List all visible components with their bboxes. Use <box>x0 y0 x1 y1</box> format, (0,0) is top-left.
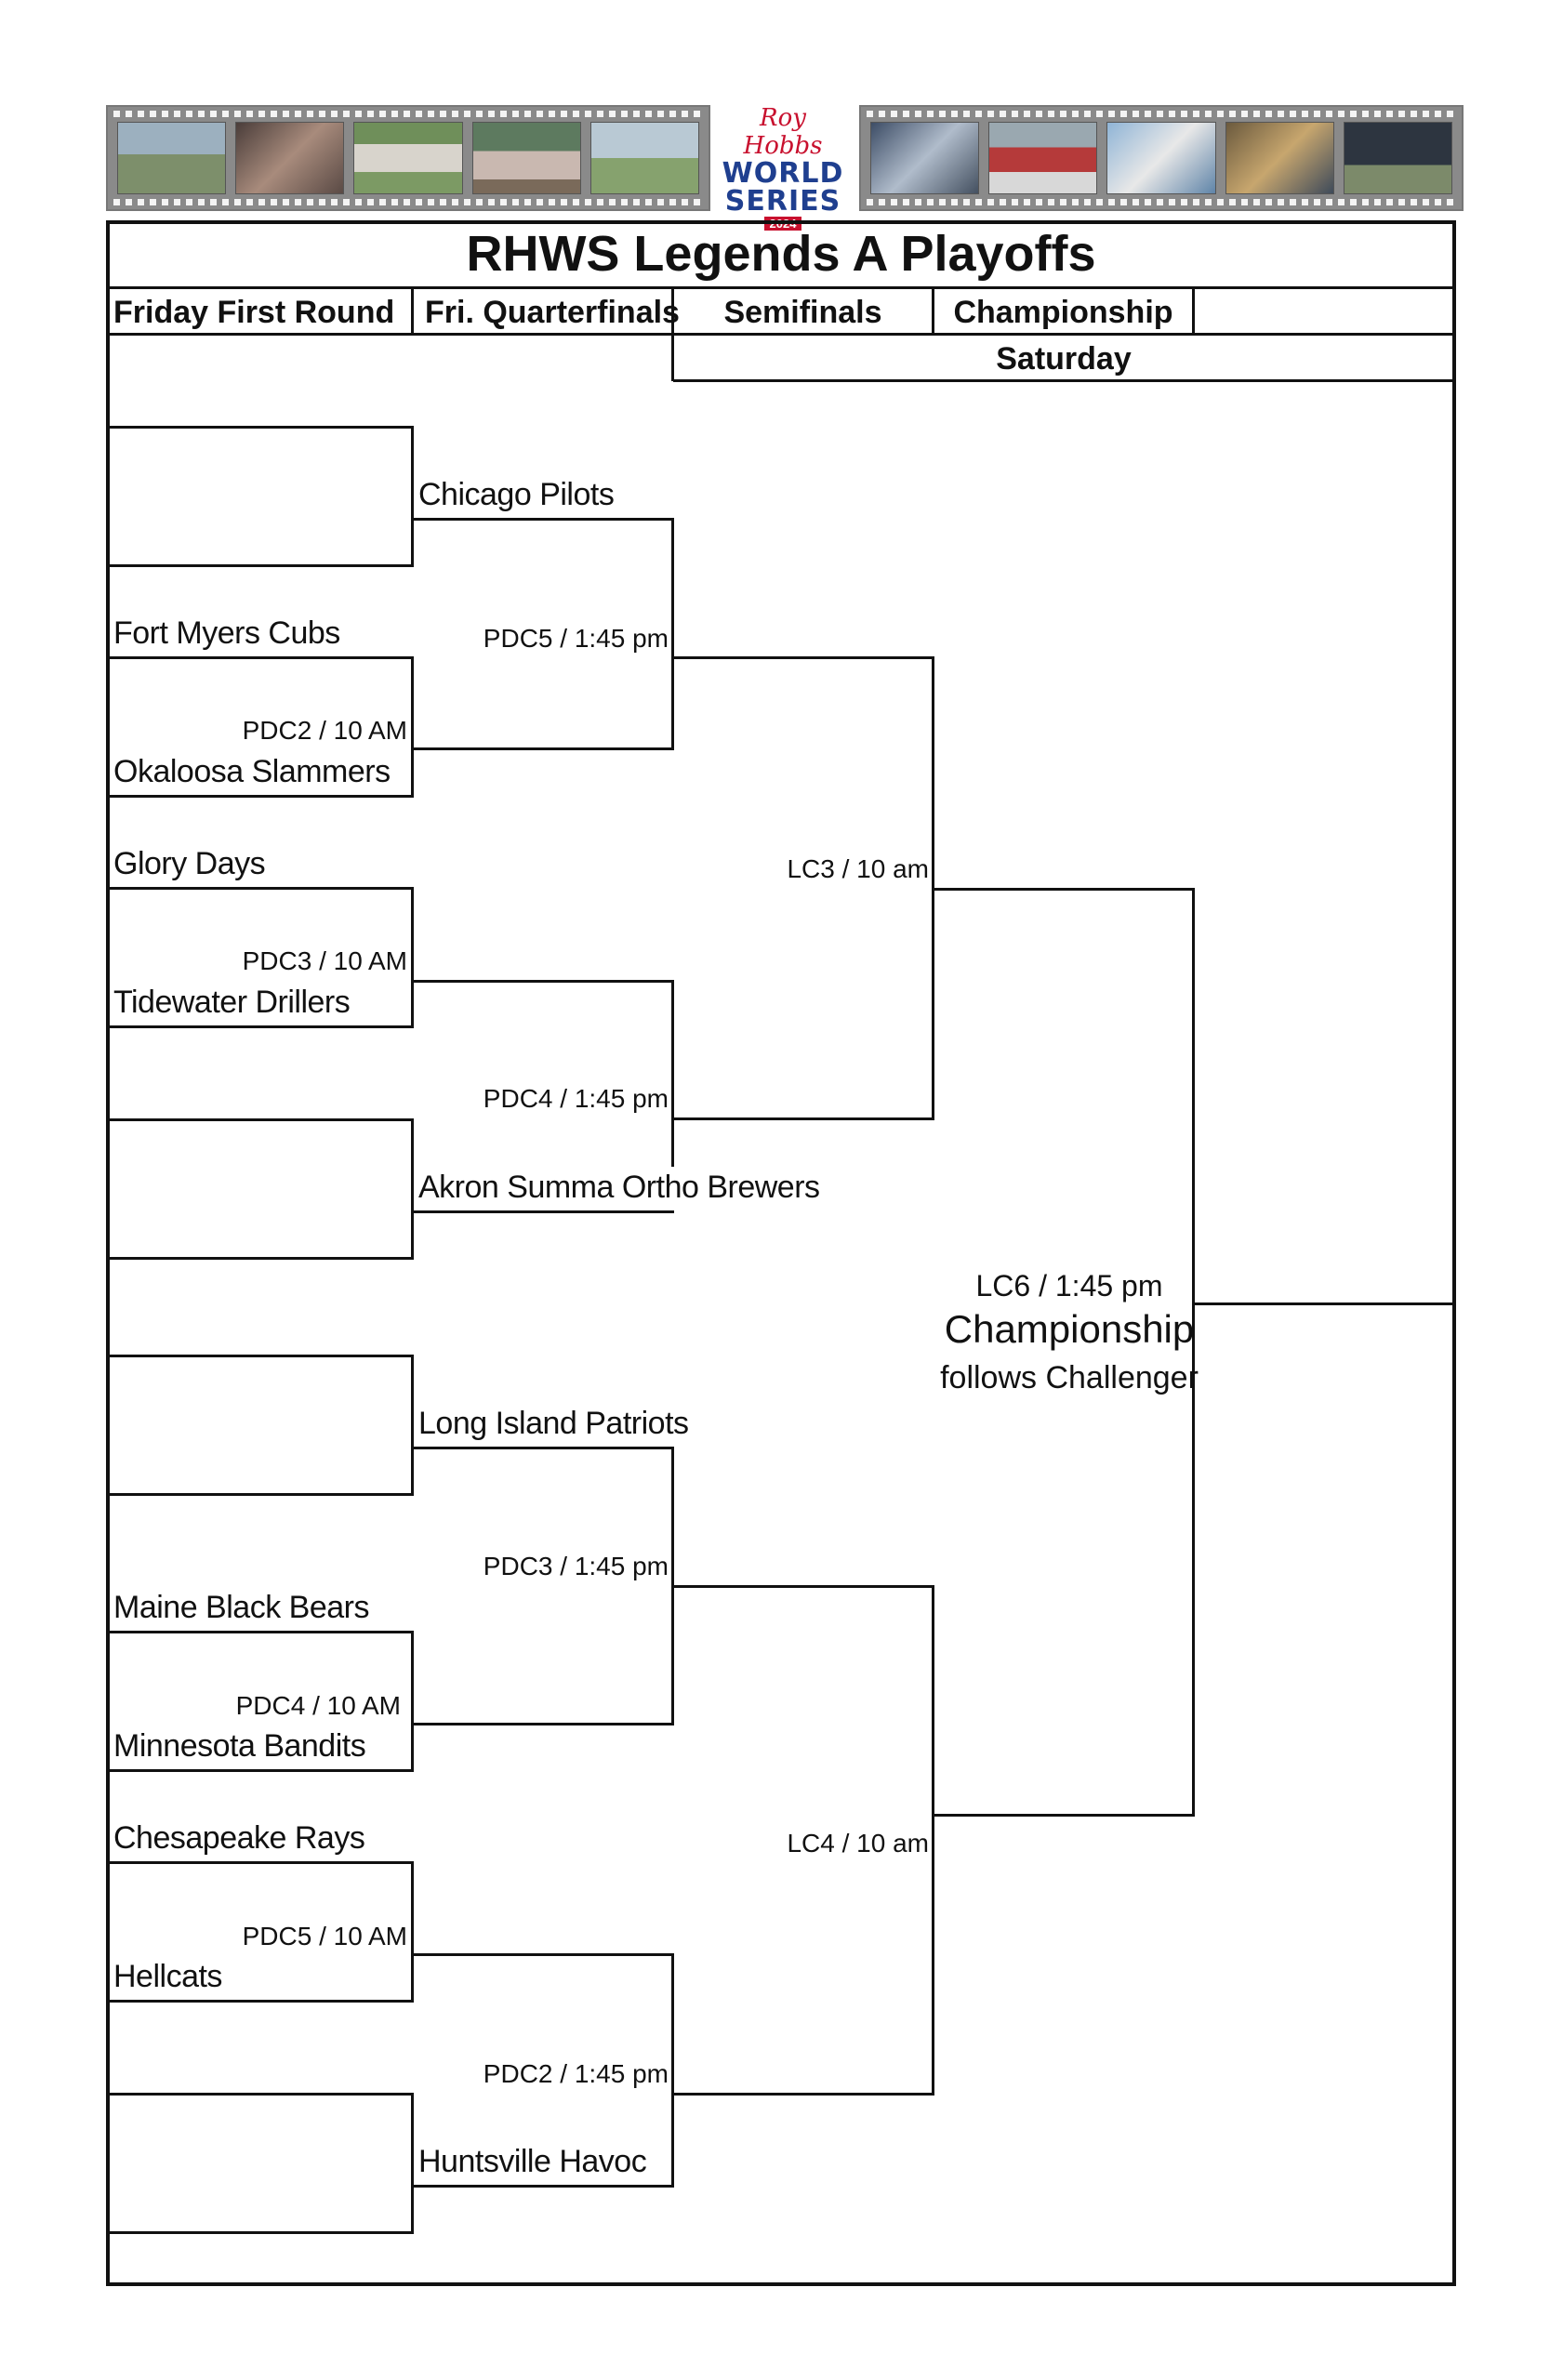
photo-batter <box>589 122 700 194</box>
bracket-frame <box>106 220 1456 2286</box>
team-long-island-patriots: Long Island Patriots <box>418 1406 689 1441</box>
header-first-round: Friday First Round <box>113 295 395 330</box>
page-title: RHWS Legends A Playoffs <box>466 226 1096 282</box>
team-akron-summa-ortho-brewers: Akron Summa Ortho Brewers <box>418 1170 820 1205</box>
game-label-pdc4-10am: PDC4 / 10 AM <box>235 1691 401 1720</box>
photo-team-celebrate <box>1343 122 1453 194</box>
game-label-lc3: LC3 / 10 am <box>787 854 929 883</box>
game-label-pdc5-10am: PDC5 / 10 AM <box>242 1922 407 1950</box>
header-saturday: Saturday <box>996 341 1132 377</box>
team-okaloosa-slammers: Okaloosa Slammers <box>113 754 391 789</box>
photo-player-blue <box>1106 122 1216 194</box>
team-huntsville-havoc: Huntsville Havoc <box>418 2144 647 2179</box>
team-glory-days: Glory Days <box>113 846 266 881</box>
photo-glove-catch <box>1225 122 1334 194</box>
photo-red-team <box>988 122 1098 194</box>
game-label-lc6: LC6 / 1:45 pm <box>975 1269 1163 1302</box>
game-label-pdc5-145pm: PDC5 / 1:45 pm <box>483 624 669 653</box>
photo-team-huddle <box>235 122 345 194</box>
team-hellcats: Hellcats <box>113 1959 222 1994</box>
photo-filmstrip-left <box>106 105 710 211</box>
team-chesapeake-rays: Chesapeake Rays <box>113 1820 365 1856</box>
game-label-pdc2-145pm: PDC2 / 1:45 pm <box>483 2059 669 2088</box>
championship-note: follows Challenger <box>940 1360 1199 1395</box>
championship-label: Championship <box>944 1307 1195 1351</box>
photo-field <box>117 122 227 194</box>
game-label-pdc2-10am: PDC2 / 10 AM <box>242 716 407 745</box>
game-label-lc4: LC4 / 10 am <box>787 1829 929 1858</box>
team-chicago-pilots: Chicago Pilots <box>418 477 615 512</box>
photo-player-slide <box>353 122 463 194</box>
team-minnesota-bandits: Minnesota Bandits <box>113 1728 366 1764</box>
team-maine-black-bears: Maine Black Bears <box>113 1590 369 1625</box>
photo-players-line <box>471 122 581 194</box>
game-label-pdc3-10am: PDC3 / 10 AM <box>242 946 407 975</box>
header-championship: Championship <box>953 295 1173 330</box>
game-label-pdc4-145pm: PDC4 / 1:45 pm <box>483 1084 669 1113</box>
header-quarterfinals: Fri. Quarterfinals <box>425 295 680 330</box>
photo-filmstrip-right <box>859 105 1464 211</box>
team-tidewater-drillers: Tidewater Drillers <box>113 985 351 1020</box>
header-semifinals: Semifinals <box>723 295 882 330</box>
game-label-pdc3-145pm: PDC3 / 1:45 pm <box>483 1552 669 1580</box>
photo-batter-helmet <box>870 122 980 194</box>
team-fort-myers-cubs: Fort Myers Cubs <box>113 615 340 651</box>
world-series-logo: Roy Hobbs WORLD SERIES 2024 <box>722 104 844 231</box>
